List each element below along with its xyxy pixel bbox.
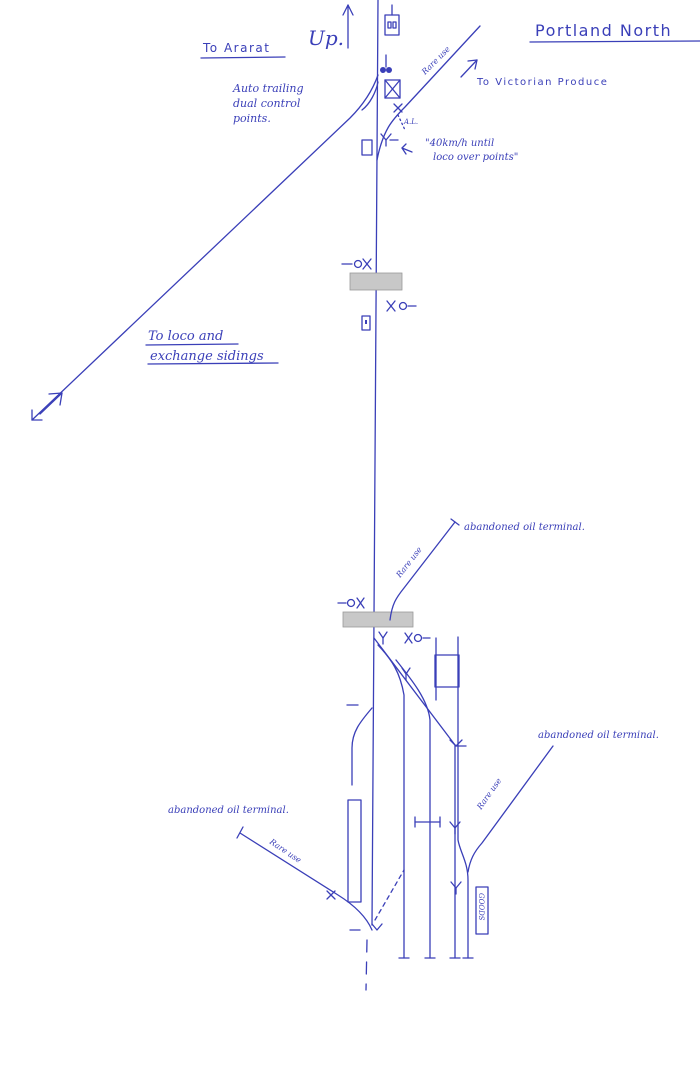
yard-platform bbox=[434, 654, 460, 688]
speed-note-arrow-icon bbox=[401, 143, 413, 155]
oil-terminal-right-rare-use: Rare use bbox=[475, 776, 504, 812]
signal-post-rect-top bbox=[361, 139, 373, 156]
oil-terminal-right-siding bbox=[467, 745, 554, 873]
victorian-produce-arrow-icon bbox=[460, 59, 478, 78]
goods-shed bbox=[475, 886, 489, 935]
points-machine-box bbox=[384, 79, 401, 99]
left-siding bbox=[351, 707, 373, 786]
catch-point-icon bbox=[393, 103, 403, 113]
al-label: A.L. bbox=[403, 118, 418, 126]
oil-terminal-left-catch-icon bbox=[326, 890, 336, 900]
oil-terminal-left-label: abandoned oil terminal. bbox=[168, 805, 289, 816]
auto-trailing-note-line1: Auto trailing bbox=[232, 82, 304, 95]
level-crossing-lower bbox=[337, 597, 431, 644]
signal-mid bbox=[361, 315, 371, 331]
diagram-title: Portland North bbox=[535, 21, 672, 40]
ararat-branch bbox=[361, 81, 379, 111]
oil-terminal-top-rare-use: Rare use bbox=[394, 545, 424, 580]
to-ararat-underline bbox=[200, 56, 286, 59]
up-arrow-icon bbox=[342, 4, 354, 49]
oil-terminal-right-label: abandoned oil terminal. bbox=[538, 730, 659, 741]
speed-note-line2: loco over points" bbox=[433, 152, 518, 163]
to-victorian-produce-label: To Victorian Produce bbox=[476, 77, 608, 88]
loco-line-arrow-icon bbox=[31, 392, 63, 421]
yard-track-2 bbox=[395, 659, 431, 959]
yard-track-1 bbox=[377, 644, 405, 959]
auto-trailing-note-line2: dual control bbox=[233, 97, 301, 110]
ararat-loco-line bbox=[31, 74, 379, 421]
goods-shed-label: GOODS bbox=[477, 893, 485, 921]
oil-terminal-left-stop bbox=[236, 826, 244, 839]
main-line-dashed-end bbox=[365, 939, 368, 991]
main-platform-lower bbox=[347, 799, 362, 903]
yard-buffer-icon bbox=[414, 816, 441, 828]
up-direction-label: Up. bbox=[308, 26, 344, 50]
speed-note-line1: "40km/h until bbox=[425, 138, 494, 149]
to-ararat-label: To Ararat bbox=[202, 41, 270, 55]
title-underline bbox=[529, 40, 700, 43]
oil-terminal-left-siding bbox=[239, 832, 373, 931]
to-loco-underline-1 bbox=[145, 343, 239, 346]
oil-terminal-top-siding bbox=[389, 521, 456, 621]
main-line bbox=[371, 0, 379, 926]
victorian-produce-siding bbox=[376, 25, 481, 161]
oil-terminal-left-rare-use: Rare use bbox=[267, 837, 303, 865]
to-loco-label-line1: To loco and bbox=[148, 329, 223, 344]
dashed-crossover-bottom bbox=[374, 869, 405, 921]
to-loco-label-line2: exchange sidings bbox=[150, 349, 264, 364]
al-dotted-marker bbox=[397, 114, 406, 131]
points-y-icon bbox=[380, 133, 399, 147]
to-loco-underline-2 bbox=[147, 362, 279, 365]
signal-head-top bbox=[384, 4, 400, 36]
auto-trailing-note-line3: points. bbox=[233, 112, 271, 125]
yard-track-4-goods bbox=[457, 636, 469, 959]
oil-terminal-top-stop bbox=[450, 518, 460, 526]
oil-terminal-top-label: abandoned oil terminal. bbox=[464, 522, 585, 533]
level-crossing-upper bbox=[341, 258, 417, 312]
yard-points-markers bbox=[349, 631, 467, 931]
dwarf-signal-icon bbox=[380, 54, 392, 73]
